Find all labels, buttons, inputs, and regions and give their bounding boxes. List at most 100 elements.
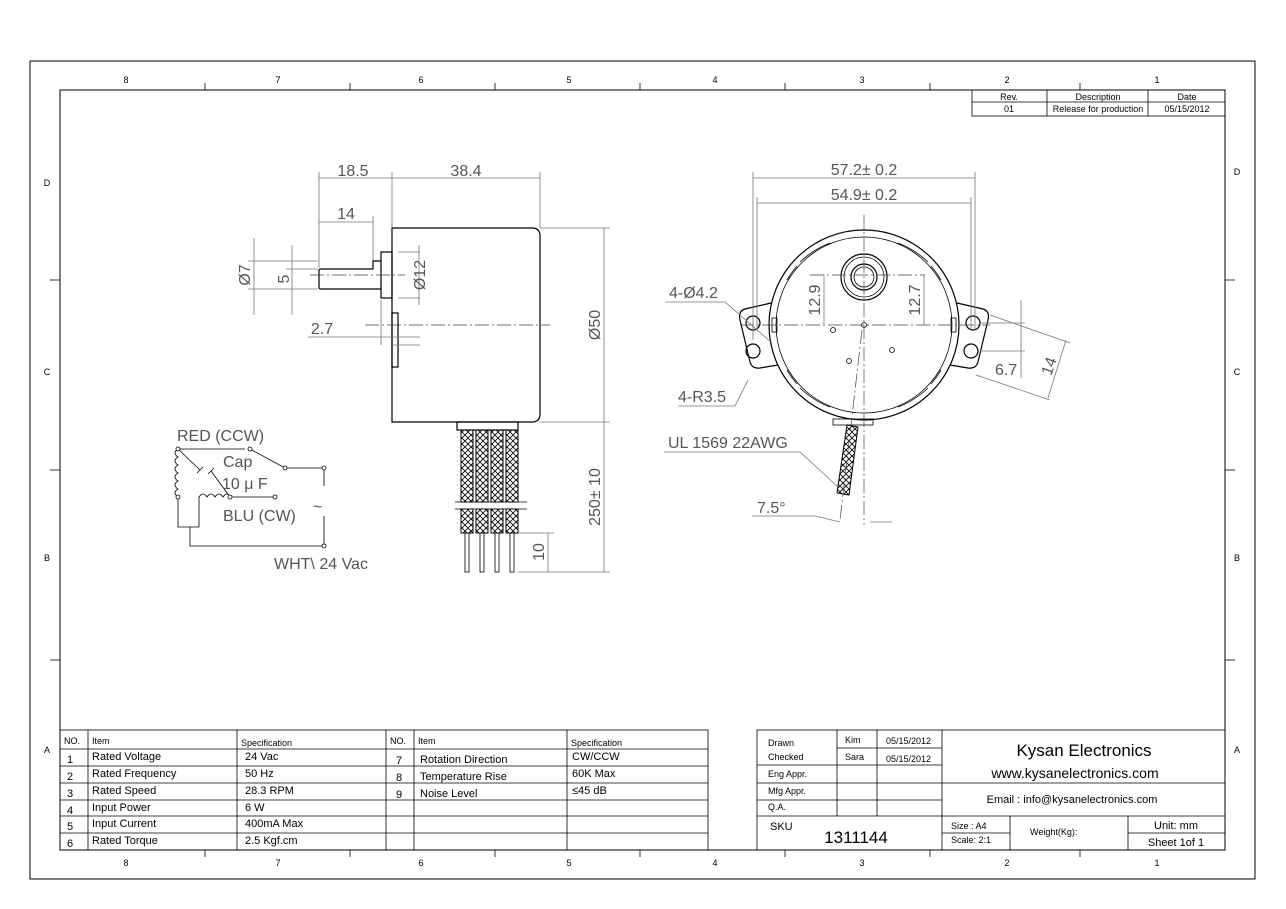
zone-label-top: 4 — [712, 75, 717, 85]
sku-value: 1311144 — [824, 828, 888, 847]
dim-shaft-total: 18.5 — [337, 163, 368, 180]
revision-block: Rev. Description Date 01 Release for pro… — [971, 89, 1226, 117]
zone-label-bottom: 3 — [859, 858, 864, 868]
spec-no: 6 — [67, 838, 73, 850]
mfg-appr-label: Mfg Appr. — [768, 786, 806, 796]
checked-name: Sara — [845, 752, 864, 762]
zone-label-right: D — [1234, 167, 1241, 177]
spec-no: 7 — [396, 755, 402, 767]
zone-label-top: 7 — [275, 75, 280, 85]
spec-value: 28.3 RPM — [245, 785, 294, 797]
rev-value: 01 — [1004, 104, 1014, 114]
drawn-date: 05/15/2012 — [886, 736, 931, 746]
dim-shaft-dia: Ø7 — [237, 264, 254, 285]
checked-label: Checked — [768, 752, 804, 762]
dim-hole: 4-Ø4.2 — [669, 285, 718, 302]
size-label: Size : A4 — [951, 821, 987, 831]
zone-label-bottom: 7 — [275, 858, 280, 868]
drawn-name: Kim — [845, 735, 861, 745]
spec-value: 6 W — [245, 802, 265, 814]
rev-header: Rev. — [1000, 92, 1018, 102]
spec-item: Rated Voltage — [92, 751, 161, 763]
spec-value: 400mA Max — [245, 818, 304, 830]
wire-red-label: RED (CCW) — [177, 428, 264, 445]
spec-value: ≤45 dB — [572, 785, 607, 797]
weight-label: Weight(Kg): — [1030, 827, 1077, 837]
capacitor-value: 10 μ F — [222, 476, 268, 493]
sku-label: SKU — [770, 821, 793, 833]
zone-label-bottom: 8 — [123, 858, 128, 868]
title-block: Drawn Kim 05/15/2012 Checked Sara 05/15/… — [756, 729, 1226, 851]
wire-wht-label: WHT\ 24 Vac — [274, 556, 368, 573]
dim-hole-spacing: 54.9± 0.2 — [831, 187, 898, 204]
spec-no: 8 — [396, 772, 402, 784]
zone-label-top: 8 — [123, 75, 128, 85]
company-email: Email : info@kysanelectronics.com — [987, 794, 1158, 806]
sheet-label: Sheet 1of 1 — [1148, 837, 1204, 849]
spec-item: Temperature Rise — [420, 771, 507, 783]
dim-shaft-flat: 14 — [337, 206, 355, 223]
zone-label-right: C — [1234, 367, 1241, 377]
spec-no: 1 — [67, 754, 73, 766]
zone-label-right: B — [1234, 553, 1240, 563]
side-view: 18.5 38.4 14 Ø7 5 Ø12 2.7 Ø50 250± 10 10 — [237, 163, 610, 573]
dim-hole-pitch: 6.7 — [995, 362, 1017, 379]
dim-outer-width: 57.2± 0.2 — [831, 162, 898, 179]
zone-label-left: B — [44, 553, 50, 563]
zone-label-bottom: 4 — [712, 858, 717, 868]
lead-wires — [455, 429, 527, 573]
spec-item: Input Current — [92, 818, 156, 830]
spec-item: Rated Frequency — [92, 768, 177, 780]
dim-boss-height: 2.7 — [311, 321, 333, 338]
company-name: Kysan Electronics — [1016, 741, 1151, 760]
wire-blu-label: BLU (CW) — [223, 508, 296, 525]
dim-boss-dia: Ø12 — [412, 260, 429, 290]
table-header: NO. — [64, 736, 80, 746]
company-website: www.kysanelectronics.com — [990, 765, 1158, 781]
spec-value: 24 Vac — [245, 751, 279, 763]
zone-label-right: A — [1234, 745, 1240, 755]
table-header: Specification — [571, 738, 622, 748]
dim-body-length: 38.4 — [450, 163, 481, 180]
description-header: Description — [1075, 92, 1120, 102]
dim-angle: 7.5° — [757, 500, 786, 517]
zone-label-left: C — [44, 367, 51, 377]
zone-label-left: A — [44, 745, 50, 755]
spec-item: Rated Torque — [92, 835, 158, 847]
spec-no: 2 — [67, 771, 73, 783]
front-view: 57.2± 0.2 54.9± 0.2 4-Ø4.2 4-R3.5 12.9 1… — [664, 162, 1071, 525]
wiring-diagram: RED (CCW) Cap 10 μ F BLU (CW) WHT\ 24 Va… — [174, 428, 368, 573]
dim-offset-right: 12.7 — [907, 284, 924, 315]
zone-label-bottom: 6 — [418, 858, 423, 868]
zone-label-left: D — [44, 178, 51, 188]
spec-item: Noise Level — [420, 788, 477, 800]
spec-value: 50 Hz — [245, 768, 274, 780]
unit-label: Unit: mm — [1154, 820, 1198, 832]
checked-date: 05/15/2012 — [886, 754, 931, 764]
eng-appr-label: Eng Appr. — [768, 769, 807, 779]
spec-value: 2.5 Kgf.cm — [245, 835, 298, 847]
capacitor-label: Cap — [223, 454, 252, 471]
dim-body-dia: Ø50 — [587, 310, 604, 340]
zone-label-top: 1 — [1154, 75, 1159, 85]
zone-label-bottom: 1 — [1154, 858, 1159, 868]
table-header: NO. — [390, 736, 406, 746]
spec-item: Input Power — [92, 802, 151, 814]
date-value: 05/15/2012 — [1164, 104, 1209, 114]
spec-item: Rotation Direction — [420, 754, 507, 766]
dim-flat-width: 5 — [276, 274, 293, 283]
spec-value: 60K Max — [572, 768, 616, 780]
zone-label-top: 2 — [1004, 75, 1009, 85]
drawn-label: Drawn — [768, 738, 794, 748]
spec-no: 3 — [67, 788, 73, 800]
dim-offset-left: 12.9 — [807, 284, 824, 315]
ac-symbol: ~ — [313, 499, 322, 516]
spec-no: 9 — [396, 789, 402, 801]
spec-item: Rated Speed — [92, 785, 156, 797]
wire-spec: UL 1569 22AWG — [668, 435, 788, 452]
qa-label: Q.A. — [768, 802, 786, 812]
zone-label-bottom: 5 — [566, 858, 571, 868]
date-header: Date — [1177, 92, 1196, 102]
